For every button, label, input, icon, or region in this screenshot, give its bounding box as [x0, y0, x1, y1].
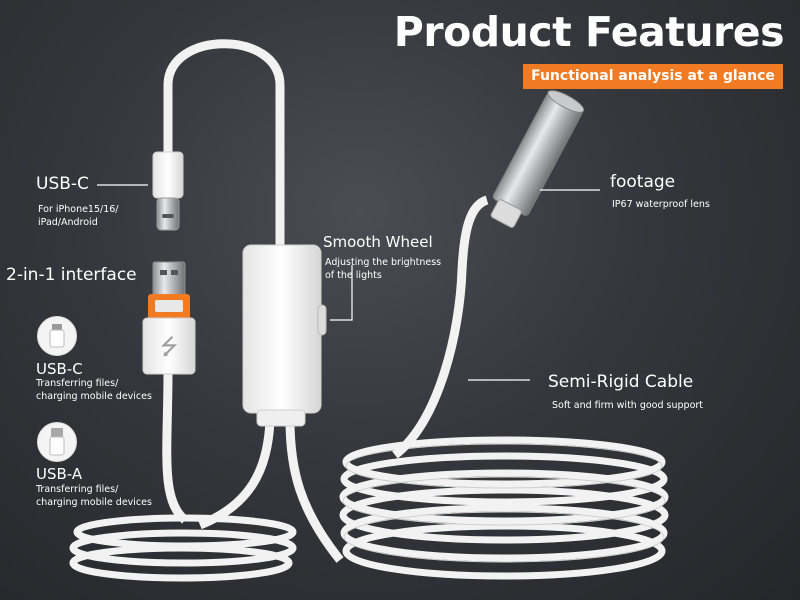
- interface-label: 2-in-1 interface: [6, 265, 137, 285]
- cable-coil-left: [69, 514, 297, 582]
- cable-label: Semi-Rigid Cable: [548, 372, 694, 392]
- svg-text:⭍: ⭍: [160, 335, 178, 360]
- footage-desc: IP67 waterproof lens: [612, 199, 710, 210]
- subtitle-badge: Functional analysis at a glance: [523, 64, 783, 89]
- usb-a-port-desc: Transferring files/ charging mobile devi…: [36, 484, 152, 508]
- control-hub: [242, 244, 327, 427]
- usb-c-port-icon: [37, 316, 77, 356]
- usb-c-label: USB-C: [36, 174, 89, 194]
- usb-a-port-icon: [37, 422, 77, 462]
- usb-c-port-label: USB-C: [36, 360, 83, 378]
- usb-c-port-desc: Transferring files/ charging mobile devi…: [36, 378, 152, 402]
- usb-c-connector: [152, 151, 184, 231]
- top-cable-loop: [163, 39, 285, 250]
- wheel-label: Smooth Wheel: [323, 233, 433, 251]
- semi-rigid-cable: [392, 195, 489, 459]
- cable-coil-right: [339, 436, 669, 580]
- wheel-desc: Adjusting the brightness of the lights: [325, 257, 442, 281]
- footage-label: footage: [610, 172, 676, 192]
- page-title: Product Features: [393, 8, 785, 56]
- usb-c-desc: For iPhone15/16/ iPad/Android: [38, 204, 119, 228]
- camera-probe: [490, 90, 585, 228]
- cable-desc: Soft and firm with good support: [552, 400, 704, 411]
- usb-a-port-label: USB-A: [36, 465, 83, 483]
- two-in-one-connector: ⭍: [142, 261, 196, 375]
